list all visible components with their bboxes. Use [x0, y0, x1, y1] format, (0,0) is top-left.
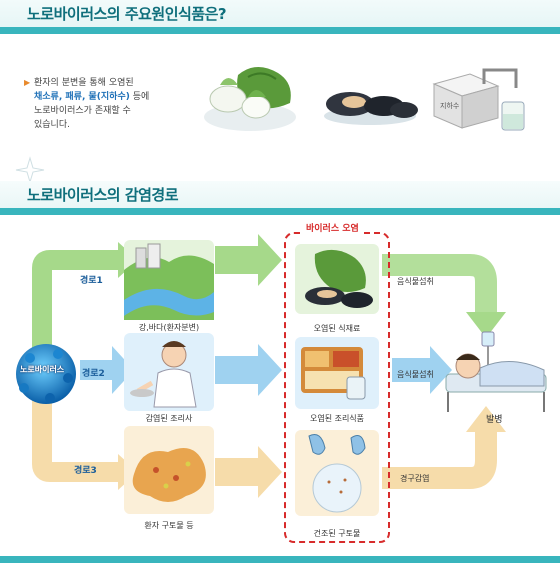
bullet-icon: ▶ — [24, 78, 31, 87]
source-caption-1: 강,바다(환자분변) — [138, 323, 200, 332]
result-label: 발병 — [486, 415, 503, 425]
transmission-label-2: 음식물섭취 — [397, 370, 434, 379]
section2-underline — [0, 208, 560, 215]
vegetables-illustration — [204, 66, 296, 131]
section1-underline — [0, 27, 560, 34]
flow-arrows — [32, 234, 506, 498]
water-tank-label: 지하수 — [440, 101, 460, 110]
intro-line2-rest: 등에 — [129, 92, 150, 102]
dried-vomit-icon — [308, 434, 366, 513]
transmission-label-3: 경구감염 — [400, 474, 430, 483]
sparkle-decoration — [15, 156, 45, 184]
intro-line1: 환자의 분변을 통해 오염된 — [34, 78, 134, 88]
contamination-caption-3: 건조된 구토물 — [313, 529, 361, 538]
norovirus-icon — [16, 344, 76, 404]
intro-line3: 노로바이러스가 존재할 수 — [34, 106, 131, 116]
section1-banner: 노로바이러스의 주요원인식품은? — [0, 0, 560, 34]
intro-text: ▶ 환자의 분변을 통해 오염된 채소류, 패류, 물(지하수) 등에 노로바이… — [24, 76, 194, 132]
source-box-cook — [124, 333, 214, 411]
route-label-1: 경로1 — [80, 276, 103, 286]
section1-title: 노로바이러스의 주요원인식품은? — [27, 5, 227, 23]
meal-tray-icon — [301, 347, 366, 400]
patient-in-bed-icon — [445, 331, 547, 412]
contaminated-food-box — [295, 337, 379, 409]
shellfish-illustration — [324, 92, 418, 125]
infected-cook-icon — [130, 341, 197, 408]
route-label-2: 경로2 — [82, 369, 105, 379]
vomit-icon — [132, 448, 206, 502]
intro-line4: 있습니다. — [34, 120, 70, 130]
dried-vomit-box — [295, 430, 379, 516]
contaminated-ingredients-icon — [305, 249, 373, 308]
intro-highlight: 채소류, 패류, 물(지하수) — [34, 92, 130, 102]
source-box-river — [124, 240, 214, 320]
transmission-label-1: 음식물섭취 — [397, 277, 434, 286]
source-caption-2: 감염된 조리사 — [145, 414, 193, 423]
contamination-caption-2: 오염된 조리식품 — [309, 414, 365, 423]
groundwater-tank-illustration: 지하수 — [432, 68, 525, 131]
section2-title: 노로바이러스의 감염경로 — [27, 186, 179, 204]
river-sea-icon — [124, 243, 214, 320]
contaminated-ingredients-box — [295, 244, 379, 314]
route-label-3: 경로3 — [74, 466, 97, 476]
source-caption-3: 환자 구토물 등 — [144, 521, 194, 530]
section2-banner: 노로바이러스의 감염경로 — [0, 181, 560, 215]
contamination-caption-1: 오염된 식재료 — [313, 324, 361, 333]
virus-label: 노로바이러스 — [20, 365, 65, 374]
footer-bar — [0, 556, 560, 563]
source-box-vomit — [124, 426, 214, 514]
contamination-title: 바이러스 오염 — [303, 221, 362, 234]
